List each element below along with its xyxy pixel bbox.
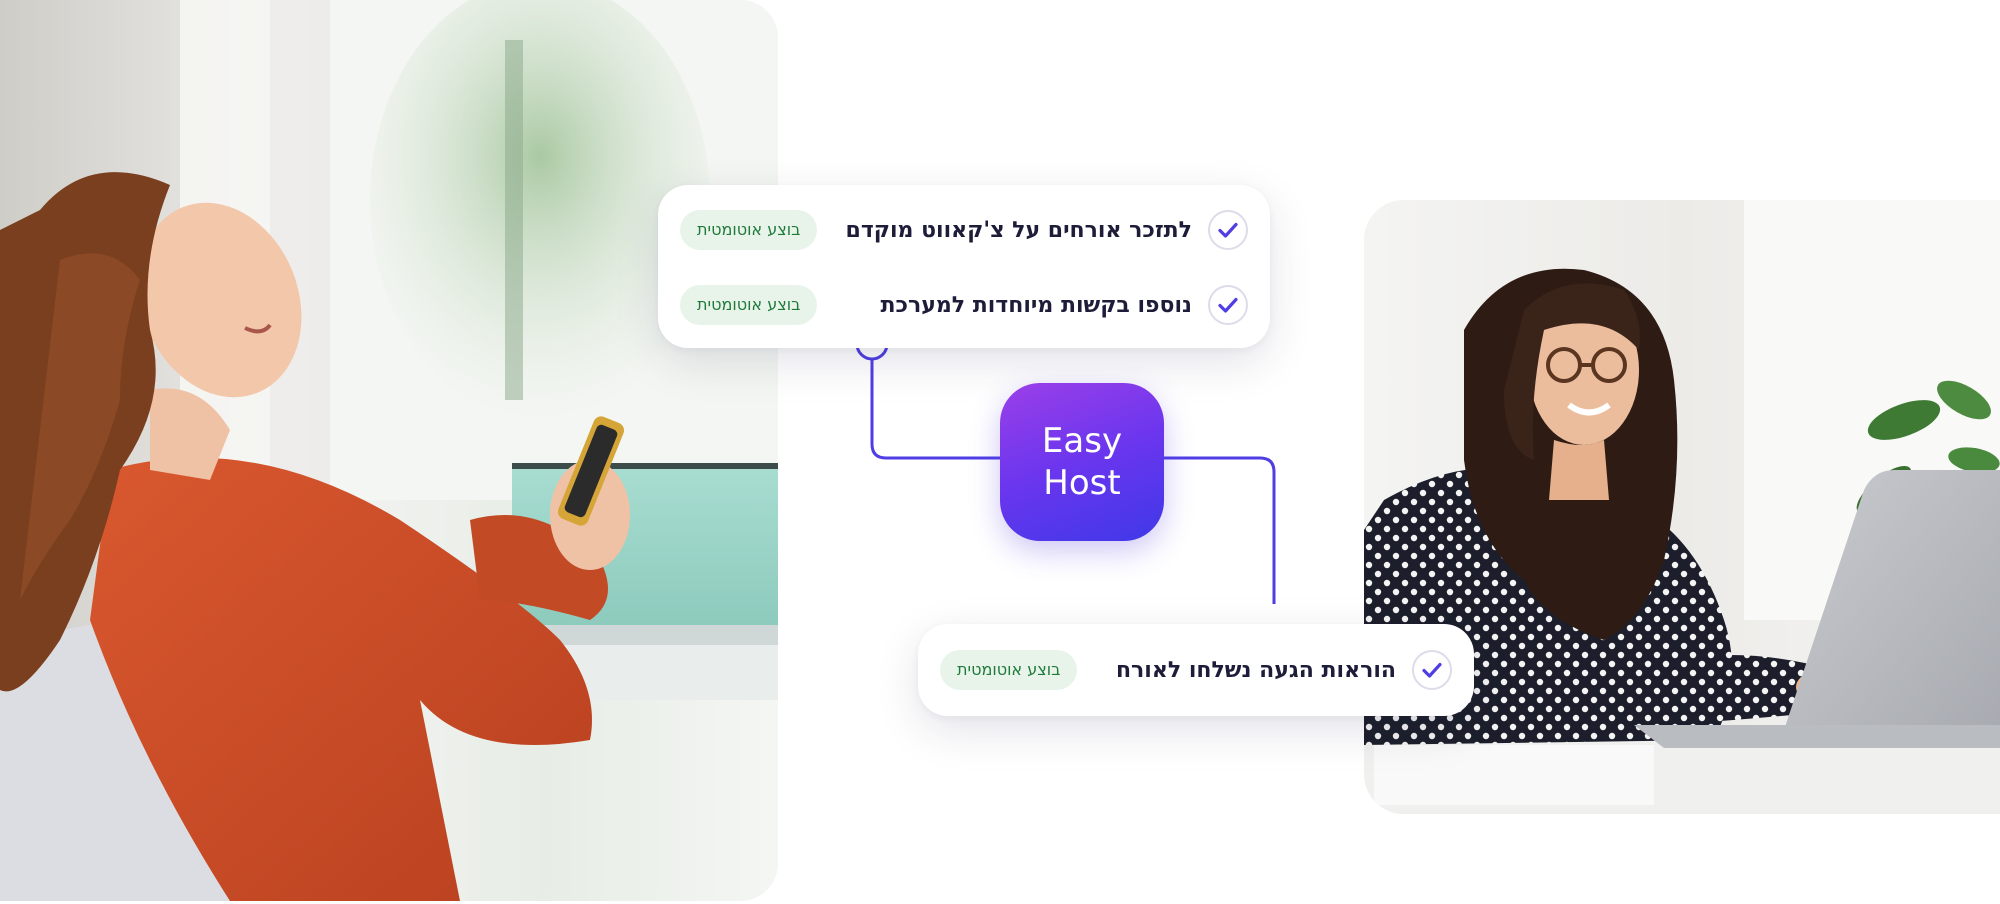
check-icon (1208, 210, 1248, 250)
check-icon (1208, 285, 1248, 325)
photo-woman-with-laptop (1364, 200, 2000, 814)
easyhost-logo: Easy Host (1000, 383, 1164, 541)
task-label: הוראות הגעה נשלחו לאורח (1115, 657, 1396, 683)
photo-woman-with-phone (0, 0, 778, 901)
task-label: לתזכר אורחים על צ'קאווט מוקדם (845, 217, 1192, 243)
check-icon (1412, 650, 1452, 690)
task-row: לתזכר אורחים על צ'קאווט מוקדם בוצע אוטומ… (658, 200, 1270, 260)
automation-card-top: לתזכר אורחים על צ'קאווט מוקדם בוצע אוטומ… (658, 185, 1270, 348)
task-row: הוראות הגעה נשלחו לאורח בוצע אוטומטית (918, 640, 1474, 700)
status-badge: בוצע אוטומטית (680, 285, 818, 325)
task-label: נוספו בקשות מיוחדות למערכת (880, 292, 1192, 318)
task-row: נוספו בקשות מיוחדות למערכת בוצע אוטומטית (658, 275, 1270, 335)
automation-card-bottom: הוראות הגעה נשלחו לאורח בוצע אוטומטית (918, 624, 1474, 716)
status-badge: בוצע אוטומטית (940, 650, 1078, 690)
logo-text-line2: Host (1043, 463, 1121, 503)
status-badge: בוצע אוטומטית (680, 210, 818, 250)
logo-text-line1: Easy (1041, 421, 1123, 461)
